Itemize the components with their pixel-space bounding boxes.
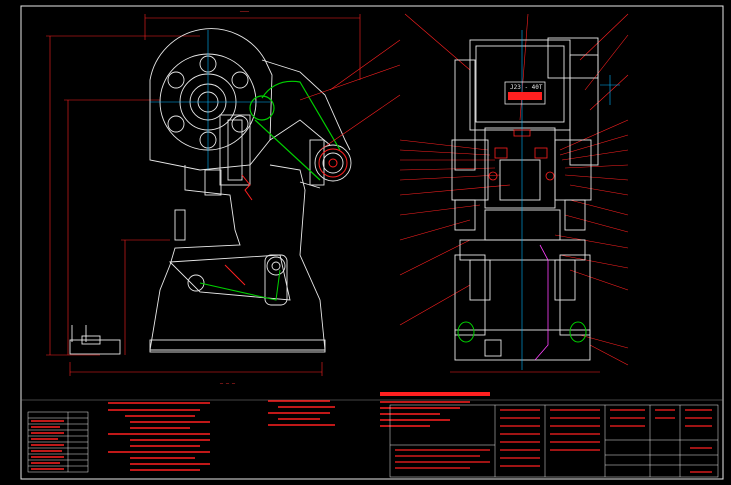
slide-connecting-rod (168, 254, 291, 306)
drawing-frame (20, 5, 724, 480)
belt-guard (261, 59, 352, 189)
title-block (389, 404, 719, 478)
name-plate: J23 - 40T (504, 81, 546, 105)
svg-text:───: ─── (239, 9, 250, 15)
guard-green (457, 321, 587, 343)
flywheel-centerlines (150, 30, 270, 170)
technical-notes-middle (268, 400, 335, 426)
side-view: ─── ─ ─ ─ (46, 9, 361, 387)
link-green (199, 269, 281, 301)
side-view-dimensions (46, 14, 361, 376)
title-block-entries (395, 409, 712, 473)
side-view-labels: ─── ─ ─ ─ (219, 9, 250, 387)
technical-notes-right (380, 392, 490, 427)
svg-text:─ ─ ─: ─ ─ ─ (219, 381, 236, 387)
parts-list-entries (31, 420, 64, 470)
name-plate-text: J23 - 40T (510, 84, 543, 91)
front-view-centerline (521, 30, 620, 370)
technical-notes-left (108, 402, 210, 471)
front-view-leader-lines (299, 13, 629, 373)
parts-list-table (27, 411, 89, 473)
front-view: J23 - 40T (299, 13, 629, 373)
belt-green (249, 80, 341, 181)
magenta-chain (534, 244, 549, 361)
press-frame (69, 114, 326, 355)
front-hardware-red (488, 129, 555, 181)
front-frame (451, 37, 599, 361)
motor-pulley-red (318, 148, 348, 178)
lever-red (224, 174, 253, 286)
